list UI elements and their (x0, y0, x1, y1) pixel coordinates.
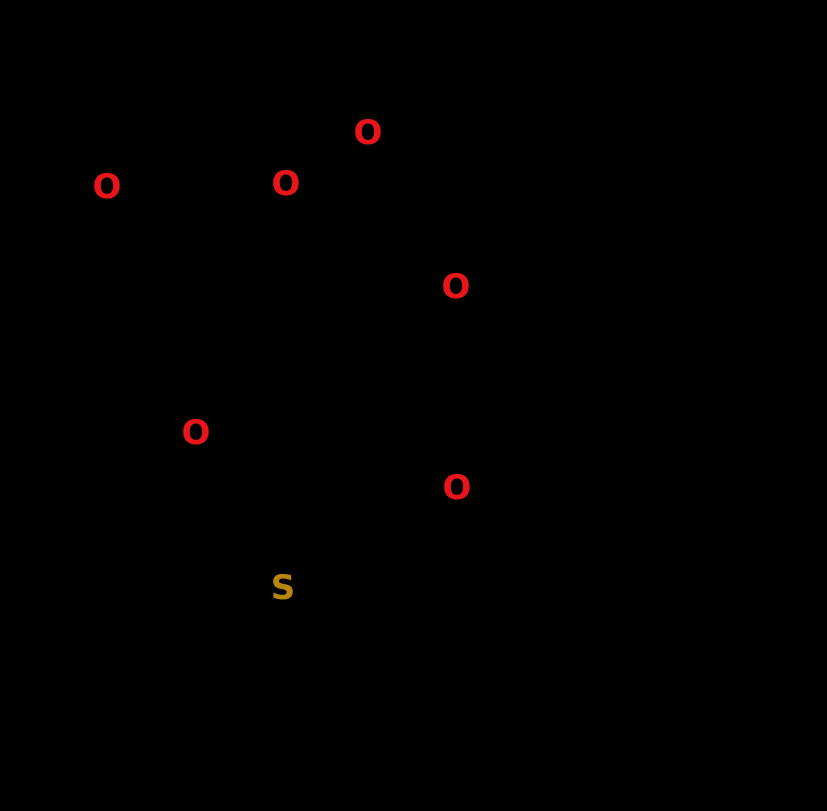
atom-label-oxygen-3: O (353, 113, 383, 153)
atom-label-oxygen-4: O (441, 267, 471, 307)
atom-label-oxygen-1: O (92, 167, 122, 207)
atom-label-oxygen-2: O (271, 164, 301, 204)
atom-label-sulfur-1: S (270, 568, 296, 608)
atom-label-oxygen-5: O (181, 413, 211, 453)
atom-label-oxygen-6: O (442, 468, 472, 508)
